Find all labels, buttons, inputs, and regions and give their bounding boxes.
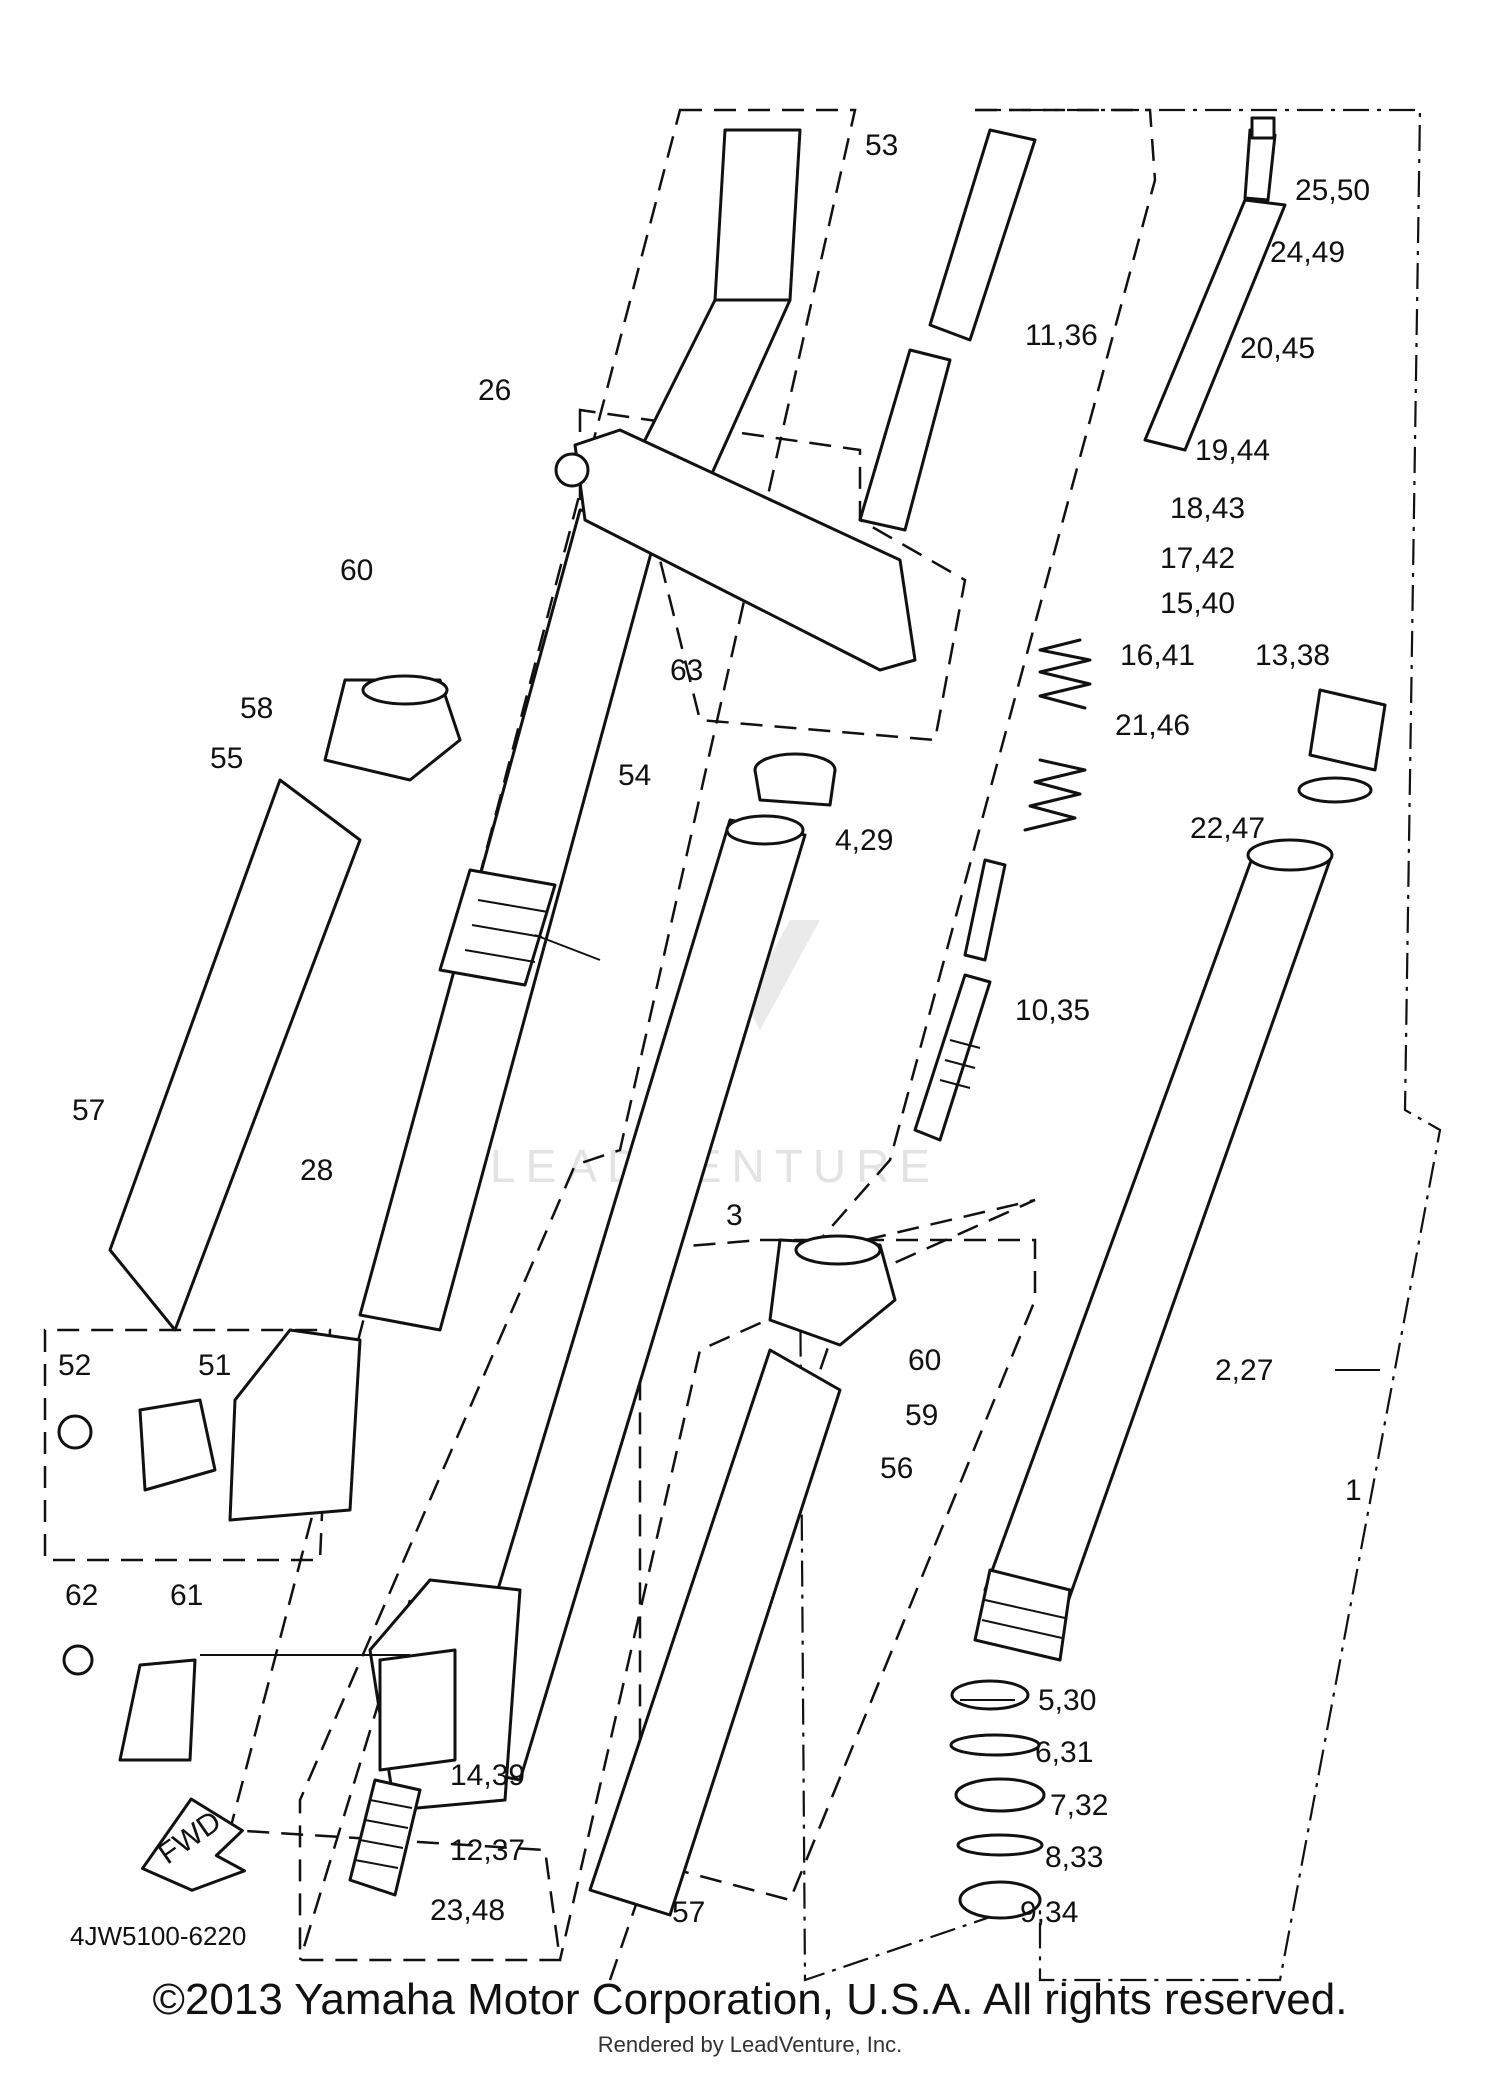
group-boundary-axle-holder <box>43 1328 332 1562</box>
outer-tube-2-27 <box>973 838 1334 1662</box>
callout-16-41: 16,41 <box>1120 639 1195 672</box>
callout-57-left: 57 <box>72 1094 105 1127</box>
callout-60-right: 60 <box>908 1344 941 1377</box>
plate-61 <box>62 1644 197 1762</box>
callout-6-31: 6,31 <box>1035 1736 1093 1769</box>
callout-5-30: 5,30 <box>1038 1684 1096 1717</box>
callout-4-29: 4,29 <box>835 824 893 857</box>
callout-21-46: 21,46 <box>1115 709 1190 742</box>
callout-12-37: 12,37 <box>450 1834 525 1867</box>
callout-10-35: 10,35 <box>1015 994 1090 1027</box>
axle-holder-51 <box>57 1398 217 1492</box>
inner-tube-3 <box>368 814 807 1812</box>
callout-7-32: 7,32 <box>1050 1789 1108 1822</box>
fwd-arrow-icon: FWD <box>140 1797 246 1892</box>
rendered-by-notice: Rendered by LeadVenture, Inc. <box>597 2032 903 2057</box>
callout-59: 59 <box>905 1399 938 1432</box>
callout-61: 61 <box>170 1579 203 1612</box>
damper-rod-20-45 <box>1143 116 1287 452</box>
callout-1: 1 <box>1345 1474 1362 1507</box>
callout-55: 55 <box>210 742 243 775</box>
boot-12-37 <box>348 1778 422 1897</box>
callout-63: 63 <box>670 654 703 687</box>
callout-labels: 53 11,36 25,50 24,49 20,45 26 19,44 18,4… <box>58 129 1370 1929</box>
callout-57-bottom: 57 <box>672 1896 705 1929</box>
callout-9-34: 9,34 <box>1020 1896 1078 1929</box>
callout-62: 62 <box>65 1579 98 1612</box>
guard-bracket-58 <box>323 674 462 782</box>
callout-11-36: 11,36 <box>1025 319 1098 352</box>
seal-stack-5-to-9 <box>949 1679 1046 1920</box>
callout-24-49: 24,49 <box>1270 236 1345 269</box>
fork-guard-55 <box>108 778 362 1332</box>
callout-22-47: 22,47 <box>1190 812 1265 845</box>
callout-2-27: 2,27 <box>1215 1354 1273 1387</box>
guard-bracket-59 <box>768 1234 897 1347</box>
spring-21-46 <box>1023 638 1092 832</box>
callout-60-top: 60 <box>340 554 373 587</box>
callout-51: 51 <box>198 1349 231 1382</box>
drawing-code: 4JW5100-6220 <box>70 1921 246 1951</box>
watermark-text: LEADVENTURE <box>490 1140 940 1192</box>
callout-23-48: 23,48 <box>430 1894 505 1927</box>
cylinder-10-35 <box>913 858 1007 1142</box>
rod-11-36 <box>858 128 1037 532</box>
callout-18-43: 18,43 <box>1170 492 1245 525</box>
callout-15-40: 15,40 <box>1160 587 1235 620</box>
callout-17-42: 17,42 <box>1160 542 1235 575</box>
callout-8-33: 8,33 <box>1045 1841 1103 1874</box>
callout-26: 26 <box>478 374 511 407</box>
group-boundary-damper <box>819 108 1157 1241</box>
callout-19-44: 19,44 <box>1195 434 1270 467</box>
callout-13-38: 13,38 <box>1255 639 1330 672</box>
fork-guard-56 <box>588 1348 842 1917</box>
callout-20-45: 20,45 <box>1240 332 1315 365</box>
callout-25-50: 25,50 <box>1295 174 1370 207</box>
leader-lines <box>200 934 1380 1701</box>
group-boundary-inner-assembly <box>798 108 1442 1982</box>
callout-28: 28 <box>300 1154 333 1187</box>
callout-54: 54 <box>618 759 651 792</box>
callout-14-39: 14,39 <box>450 1759 525 1792</box>
callout-56: 56 <box>880 1452 913 1485</box>
callout-52: 52 <box>58 1349 91 1382</box>
copyright-notice: ©2013 Yamaha Motor Corporation, U.S.A. A… <box>152 1975 1348 2024</box>
cap-bolt-13-38 <box>1297 688 1387 804</box>
callout-3: 3 <box>726 1199 743 1232</box>
callout-58: 58 <box>240 692 273 725</box>
callout-53: 53 <box>865 129 898 162</box>
oil-seal-4-29 <box>753 752 837 807</box>
upper-bracket-26 <box>554 428 917 672</box>
